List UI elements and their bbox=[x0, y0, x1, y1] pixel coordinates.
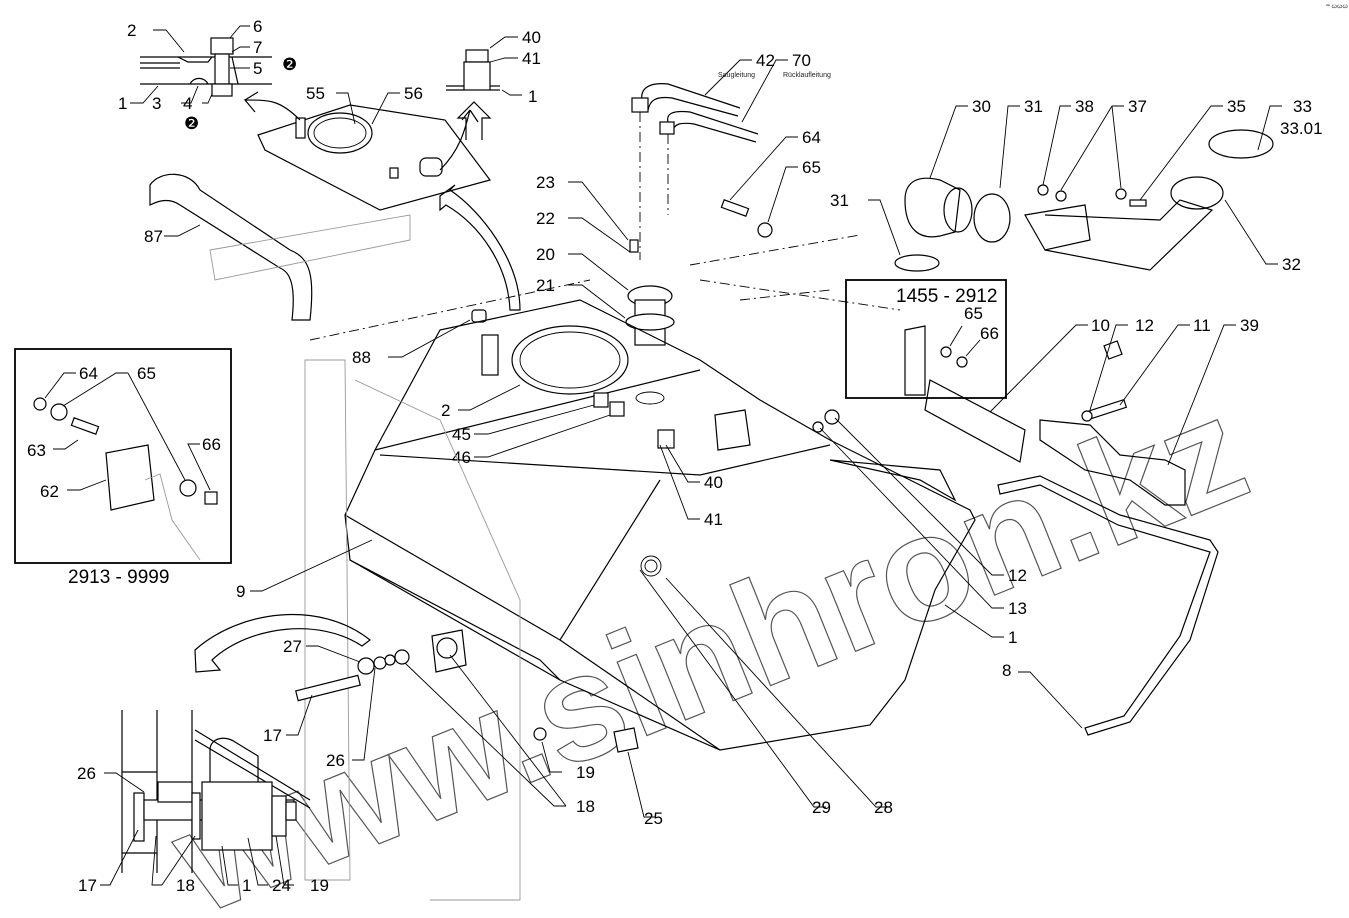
callout-24: 24 bbox=[272, 876, 291, 895]
callout-23: 23 bbox=[536, 173, 555, 192]
pipe-87: 87 88 bbox=[144, 173, 487, 367]
callout-29: 29 bbox=[812, 798, 831, 817]
callout-64: 64 bbox=[79, 364, 98, 383]
callout-25: 25 bbox=[644, 809, 663, 828]
inset-range-label: 1455 - 2912 bbox=[896, 286, 997, 307]
callout-65: 65 bbox=[137, 364, 156, 383]
mounting-hardware: 9 27 17 26 19 18 25 29 28 bbox=[194, 359, 893, 901]
callout-33: 33 bbox=[1293, 97, 1312, 116]
callout-9: 9 bbox=[236, 582, 245, 601]
sheet-mark: ❷ bbox=[184, 114, 199, 133]
callout-65: 65 bbox=[964, 304, 983, 323]
callout-32: 32 bbox=[1282, 255, 1301, 274]
bolt-64-65: 64 65 bbox=[720, 128, 821, 238]
callout-40: 40 bbox=[522, 28, 541, 47]
callout-19: 19 bbox=[576, 763, 595, 782]
return-line-caption: Rücklaufleitung bbox=[783, 72, 831, 79]
callout-55: 55 bbox=[306, 84, 325, 103]
callout-46: 46 bbox=[452, 448, 471, 467]
callout-35: 35 bbox=[1227, 97, 1246, 116]
callout-31: 31 bbox=[1024, 97, 1043, 116]
corner-mark: ꟹ ꞷꞷꞷ bbox=[1326, 4, 1348, 10]
callout-21: 21 bbox=[536, 276, 555, 295]
callout-70: 70 bbox=[792, 51, 811, 70]
callout-1: 1 bbox=[118, 94, 127, 113]
callout-66: 66 bbox=[980, 324, 999, 343]
callout-39: 39 bbox=[1240, 316, 1259, 335]
callout-41: 41 bbox=[522, 49, 541, 68]
callout-3: 3 bbox=[152, 94, 161, 113]
callout-66: 66 bbox=[202, 435, 221, 454]
callout-11: 11 bbox=[1193, 316, 1211, 335]
callout-13: 13 bbox=[1008, 599, 1027, 618]
callout-5: 5 bbox=[253, 59, 262, 78]
callout-26: 26 bbox=[77, 764, 96, 783]
callout-17: 17 bbox=[263, 726, 282, 745]
detail-plug: 40 41 1 bbox=[446, 28, 541, 140]
callout-20: 20 bbox=[536, 245, 555, 264]
watermark: www.sinhron.kz bbox=[149, 363, 1268, 918]
callout-22: 22 bbox=[536, 209, 555, 228]
callout-1: 1 bbox=[528, 87, 537, 106]
svg-text:www.sinhron.kz: www.sinhron.kz bbox=[150, 364, 1267, 918]
callout-62: 62 bbox=[40, 482, 59, 501]
callout-8: 8 bbox=[1002, 661, 1011, 680]
assembly-lines bbox=[309, 234, 901, 341]
callout-42: 42 bbox=[756, 51, 775, 70]
callout-6: 6 bbox=[253, 17, 262, 36]
suction-line-caption: Saugleitung bbox=[718, 72, 755, 79]
callout-26: 26 bbox=[326, 751, 345, 770]
hoses: 42 70 Saugleitung Rücklaufleitung bbox=[631, 51, 831, 260]
callout-63: 63 bbox=[27, 441, 46, 460]
callout-56: 56 bbox=[404, 84, 423, 103]
callout-2: 2 bbox=[127, 21, 136, 40]
top-plate: 55 56 bbox=[243, 84, 521, 311]
callout-28: 28 bbox=[874, 798, 893, 817]
callout-2: 2 bbox=[441, 401, 450, 420]
callout-18: 18 bbox=[176, 876, 195, 895]
callout-30: 30 bbox=[972, 97, 991, 116]
callout-65: 65 bbox=[802, 158, 821, 177]
inset-1455-2912: 1455 - 2912 65 66 bbox=[845, 279, 1007, 399]
callout-17: 17 bbox=[78, 876, 97, 895]
callout-1: 1 bbox=[242, 876, 251, 895]
callout-64: 64 bbox=[802, 128, 821, 147]
detail-bottom-left: 26 17 18 1 24 19 bbox=[77, 710, 329, 895]
callout-38: 38 bbox=[1075, 97, 1094, 116]
fuel-tank: 2 45 46 40 41 bbox=[344, 299, 976, 751]
callout-10: 10 bbox=[1091, 316, 1110, 335]
callout-4: 4 bbox=[183, 94, 192, 113]
callout-37: 37 bbox=[1128, 97, 1147, 116]
brackets: 10 12 11 39 bbox=[924, 316, 1259, 506]
callout-18: 18 bbox=[576, 797, 595, 816]
detail-top-left: 2 6 7 5 1 3 4 ❷ ❷ bbox=[118, 17, 297, 133]
inset-range-label: 2913 - 9999 bbox=[68, 567, 169, 588]
callout-1: 1 bbox=[1008, 628, 1017, 647]
callout-12: 12 bbox=[1135, 316, 1154, 335]
callout-41: 41 bbox=[704, 510, 723, 529]
callout-33-01: 33.01 bbox=[1280, 119, 1323, 138]
callout-45: 45 bbox=[452, 425, 471, 444]
sender-unit: 23 22 20 21 bbox=[536, 173, 675, 405]
tank-strap: 12 13 1 8 bbox=[812, 409, 1219, 736]
filler-neck: 30 31 31 38 37 35 33 33.01 32 bbox=[830, 97, 1323, 274]
callout-31: 31 bbox=[830, 191, 849, 210]
callout-88: 88 bbox=[352, 348, 371, 367]
callout-12: 12 bbox=[1008, 566, 1027, 585]
callout-27: 27 bbox=[283, 637, 302, 656]
callout-40: 40 bbox=[704, 473, 723, 492]
inset-2913-9999: 2913 - 9999 64 65 63 66 62 bbox=[14, 348, 232, 588]
callout-19: 19 bbox=[310, 876, 329, 895]
callout-7: 7 bbox=[253, 38, 262, 57]
sheet-mark: ❷ bbox=[282, 55, 297, 74]
callout-87: 87 bbox=[144, 227, 163, 246]
